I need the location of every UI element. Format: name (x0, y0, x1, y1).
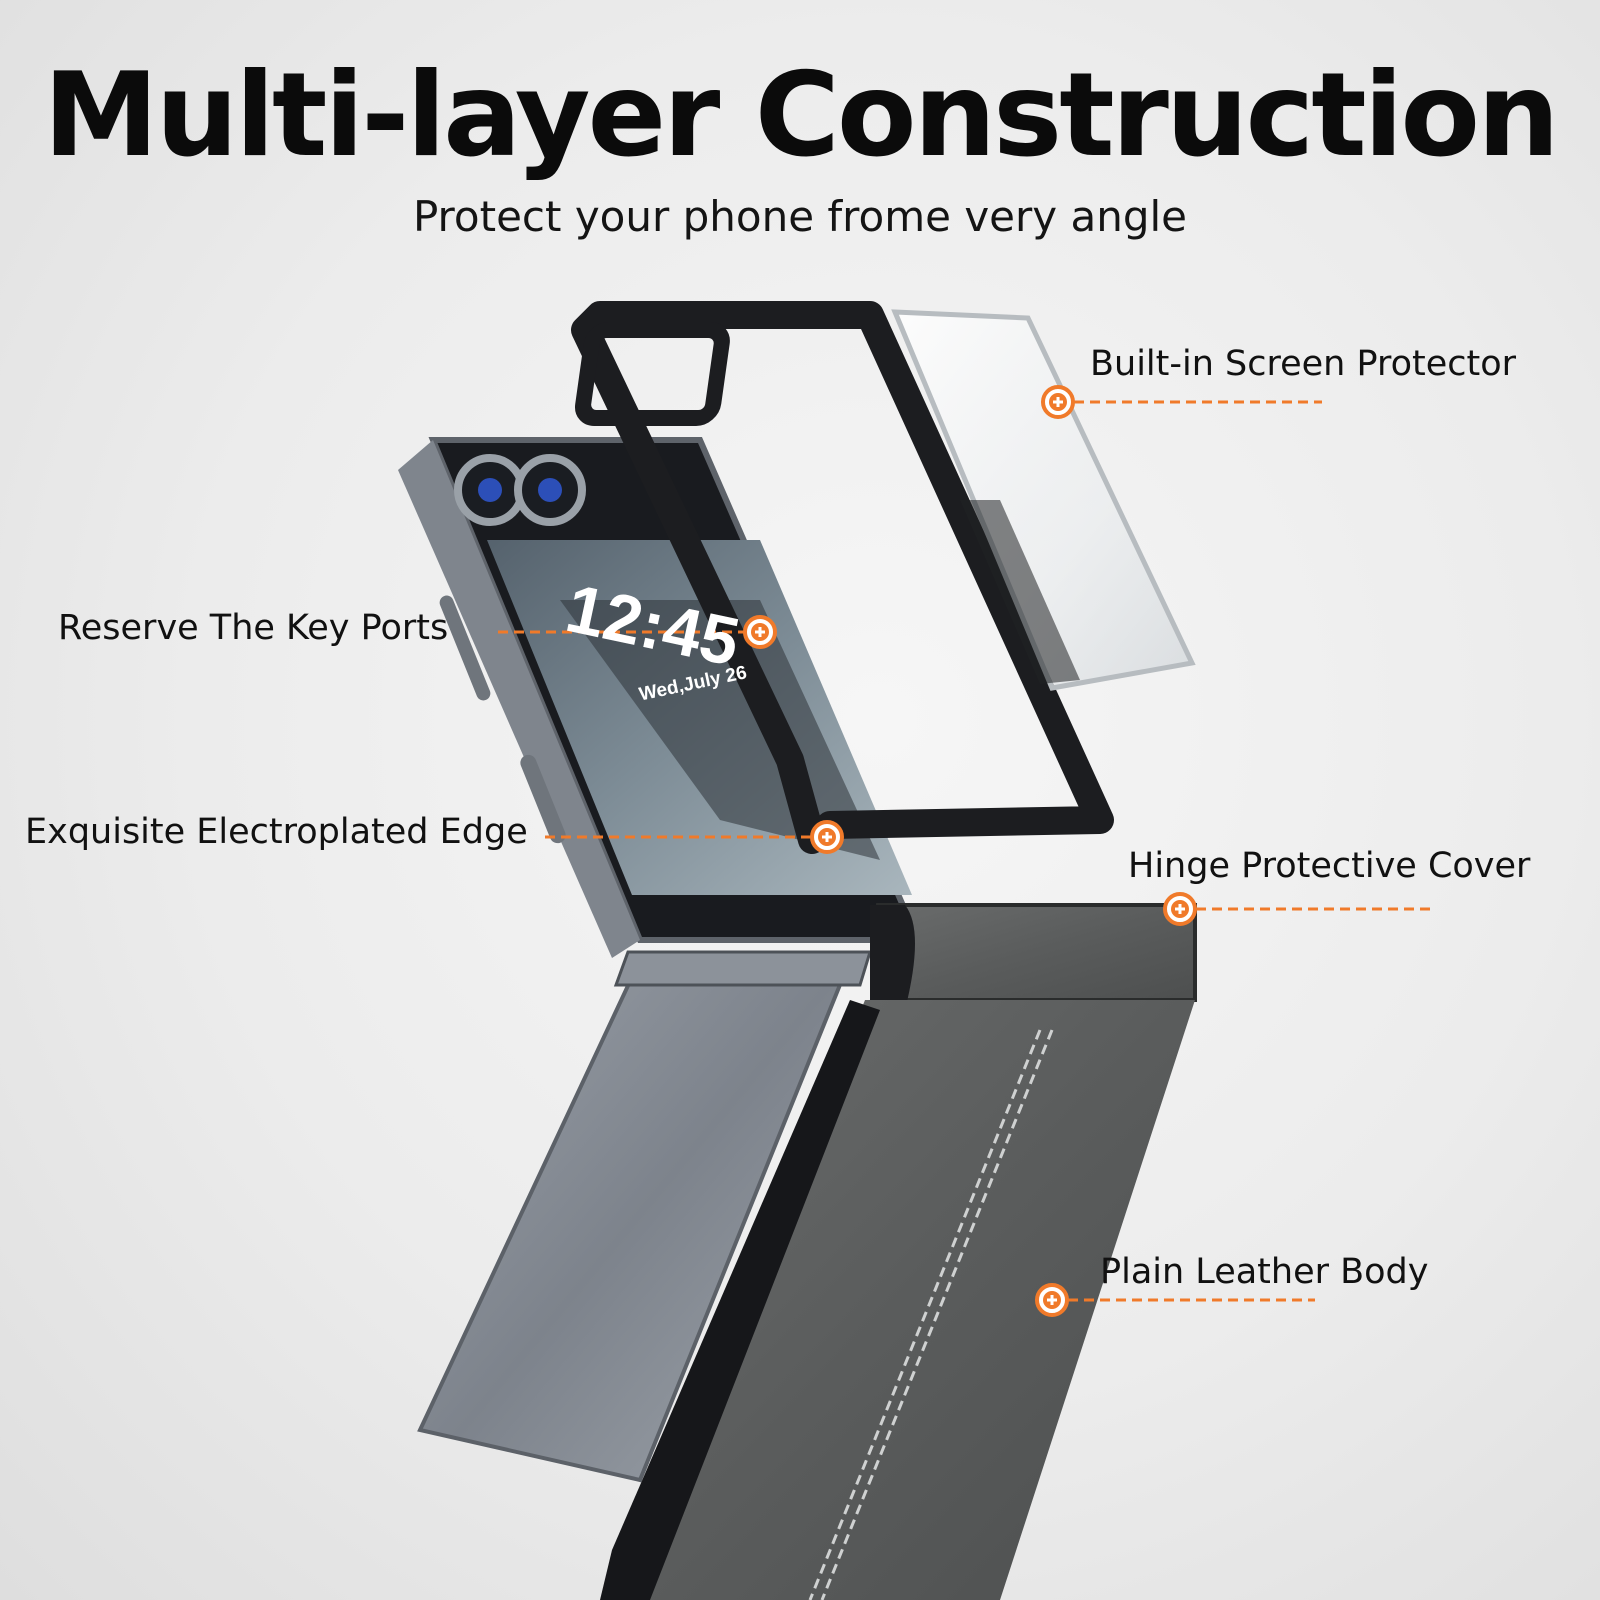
hinge-protective-cover (870, 903, 1197, 1002)
callout-hinge-protective-cover: Hinge Protective Cover (1128, 846, 1531, 886)
callout-reserve-key-ports: Reserve The Key Ports (58, 608, 449, 648)
callout-plain-leather-body: Plain Leather Body (1100, 1252, 1429, 1292)
phone-hinge (613, 950, 873, 987)
leather-body (625, 1000, 1195, 1600)
plus-marker-icon (1163, 892, 1197, 926)
page-subtitle: Protect your phone frome very angle (412, 192, 1188, 241)
page-title: Multi-layer Construction (43, 48, 1559, 183)
plus-marker-icon (743, 615, 777, 649)
hinge-cap (870, 905, 915, 1010)
electroplated-edge (398, 440, 640, 958)
leather-body-edge (600, 1000, 880, 1600)
stitching-line-2 (820, 1029, 1054, 1600)
callout-electroplated-edge: Exquisite Electroplated Edge (25, 812, 528, 852)
callout-leader-lines (498, 400, 1435, 1302)
plus-marker-icon (810, 820, 844, 854)
stitching-line-1 (808, 1029, 1042, 1600)
case-camera-cutout (575, 322, 730, 426)
plus-marker-icon (1041, 385, 1075, 419)
callout-built-in-screen-protector: Built-in Screen Protector (1090, 344, 1517, 384)
volume-key (439, 595, 491, 701)
power-key (520, 754, 566, 844)
plus-marker-icon (1035, 1283, 1069, 1317)
